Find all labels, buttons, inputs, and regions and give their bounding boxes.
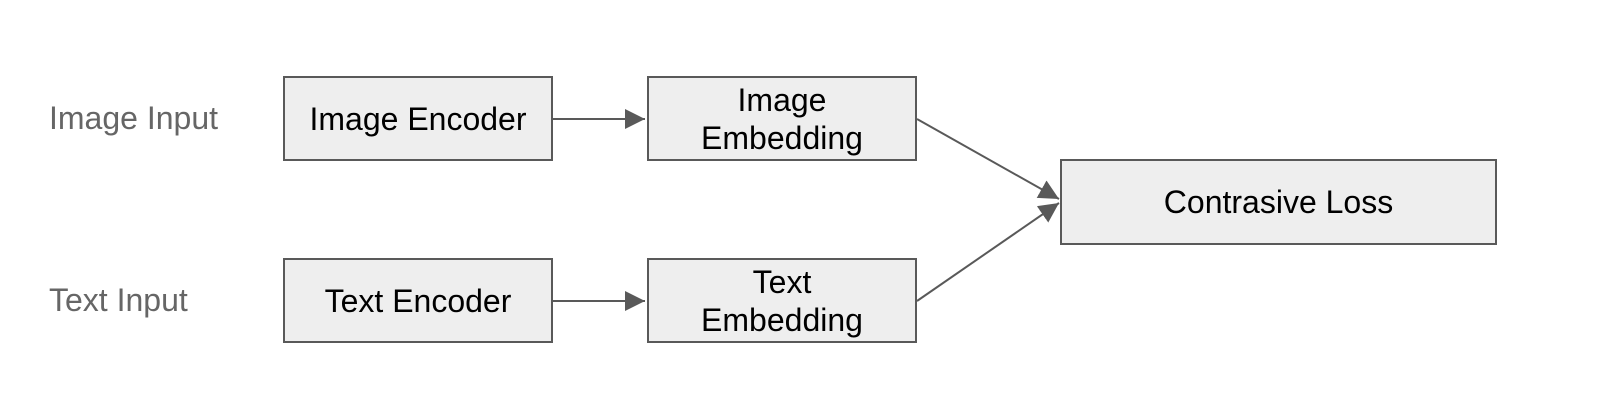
text-encoder-box: Text Encoder <box>283 258 553 343</box>
image-encoder-box: Image Encoder <box>283 76 553 161</box>
image-embedding-label-line1: Image <box>737 81 827 118</box>
arrow-image-embedding-to-loss <box>916 118 1060 200</box>
contrastive-loss-label: Contrasive Loss <box>1163 184 1394 220</box>
image-input-label: Image Input <box>49 100 218 136</box>
text-encoder-label: Text Encoder <box>324 282 512 319</box>
text-embedding-box: Text Embedding <box>647 258 917 343</box>
image-encoder-label: Image Encoder <box>309 100 527 137</box>
text-embedding-label-line2: Embedding <box>701 301 863 338</box>
text-input-label: Text Input <box>49 282 188 318</box>
arrow-text-embedding-to-loss <box>916 202 1060 302</box>
image-embedding-box: Image Embedding <box>647 76 917 161</box>
contrastive-loss-box: Contrasive Loss <box>1060 159 1497 245</box>
image-embedding-label-line2: Embedding <box>701 119 863 156</box>
text-embedding-label-line1: Text <box>752 263 812 300</box>
